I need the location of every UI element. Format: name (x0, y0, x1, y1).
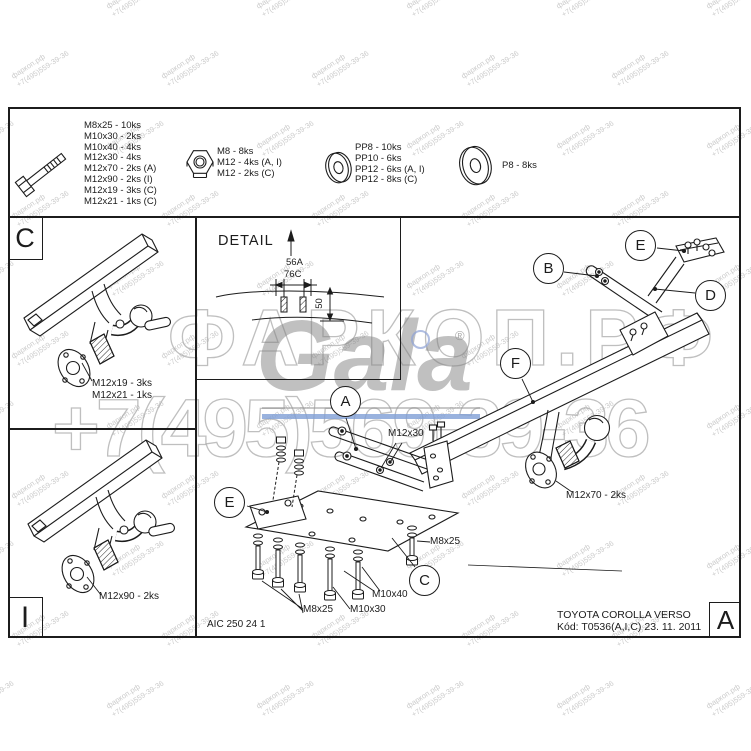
balloon-e-top: E (625, 230, 656, 261)
side-arm-d (619, 256, 685, 356)
nut-item: M12 - 2ks (C) (217, 167, 275, 179)
label-m12x30: M12x30 (388, 428, 424, 439)
side-arm-b (585, 265, 663, 323)
label-m8x25-bottom: M8x25 (303, 604, 334, 615)
nut-list: M8 - 8ks M12 - 4ks (A, I) M12 - 2ks (C) (217, 146, 282, 179)
balloon-d: D (695, 280, 726, 311)
detail-drawing (215, 229, 385, 324)
washer-pp-icon (325, 151, 352, 184)
balloon-c: C (409, 565, 440, 596)
balloon-a: A (330, 386, 361, 417)
washer-item: PP8 - 10ks (355, 142, 402, 153)
bolt-item: M10x30 - 2ks (84, 130, 142, 142)
bracket-e-top (675, 237, 725, 263)
bolt-item: M10x40 - 4ks (84, 141, 142, 153)
fastener-stacks (252, 436, 418, 601)
drawing-border (8, 107, 741, 638)
cell-c-drawing (24, 234, 171, 392)
leader-lines (246, 247, 696, 614)
label-m12x19: M12x19 - 3ks (92, 378, 153, 389)
drawing-code: Kód: T0536(A,I,C) 23. 11. 2011 (557, 621, 702, 633)
cell-divider (8, 428, 196, 430)
detail-title: DETAIL (218, 233, 274, 249)
doc-number: AIC 250 24 1 (207, 619, 266, 630)
balloon-b: B (533, 253, 564, 284)
revision-a-label: A (709, 602, 741, 638)
washer-pp-list: PP8 - 10ks PP10 - 6ks PP12 - 6ks (A, I) … (355, 142, 425, 186)
label-m12x70: M12x70 - 2ks (566, 490, 627, 501)
washer-p-icon (459, 145, 492, 186)
bolt-item: M12x30 - 4ks (84, 152, 142, 164)
gala-blue-ring-icon (411, 330, 430, 349)
dim-50: 50 (313, 298, 325, 309)
registered-mark-icon: ® (455, 328, 465, 343)
gala-underline-gray (262, 407, 480, 409)
label-m8x25-right: M8x25 (430, 536, 461, 547)
bolt-icon (14, 152, 67, 198)
nut-item: M12 - 4ks (A, I) (217, 156, 282, 168)
section-i-label: I (8, 597, 43, 638)
section-c-label: C (8, 218, 43, 260)
label-m12x21: M12x21 - 1ks (92, 390, 153, 401)
bolt-list: M8x25 - 10ks M10x30 - 2ks M10x40 - 4ks M… (84, 120, 157, 207)
bolt-item: M12x90 - 2ks (I) (84, 173, 153, 185)
cell-i-drawing (28, 440, 175, 598)
label-m12x90: M12x90 - 2ks (99, 591, 160, 602)
dim-56a: 56A (286, 257, 303, 268)
towball-main (525, 409, 611, 489)
nut-item: M8 - 8ks (217, 146, 254, 157)
label-m10x30: M10x30 (350, 604, 386, 615)
label-m10x40: M10x40 (372, 589, 408, 600)
parts-divider (8, 216, 741, 218)
bolt-item: M12x70 - 2ks (A) (84, 163, 157, 175)
washer-item: PP10 - 6ks (355, 152, 402, 164)
dim-76c: 76C (284, 269, 302, 280)
gala-underline-blue (262, 414, 480, 419)
bolt-item: M8x25 - 10ks (84, 120, 142, 131)
e-plate (249, 495, 307, 530)
balloon-e-left: E (214, 487, 245, 518)
washer-item: PP12 - 6ks (A, I) (355, 163, 425, 175)
balloon-f: F (500, 348, 531, 379)
nut-icon (186, 150, 214, 179)
bolt-item: M12x19 - 3ks (C) (84, 184, 157, 196)
washer-item: PP12 - 8ks (C) (355, 174, 418, 186)
vehicle-name: TOYOTA COROLLA VERSO (557, 609, 691, 621)
bolt-item: M12x21 - 1ks (C) (84, 195, 157, 207)
detail-box (196, 218, 401, 380)
washer-p-label: P8 - 8ks (502, 160, 537, 171)
